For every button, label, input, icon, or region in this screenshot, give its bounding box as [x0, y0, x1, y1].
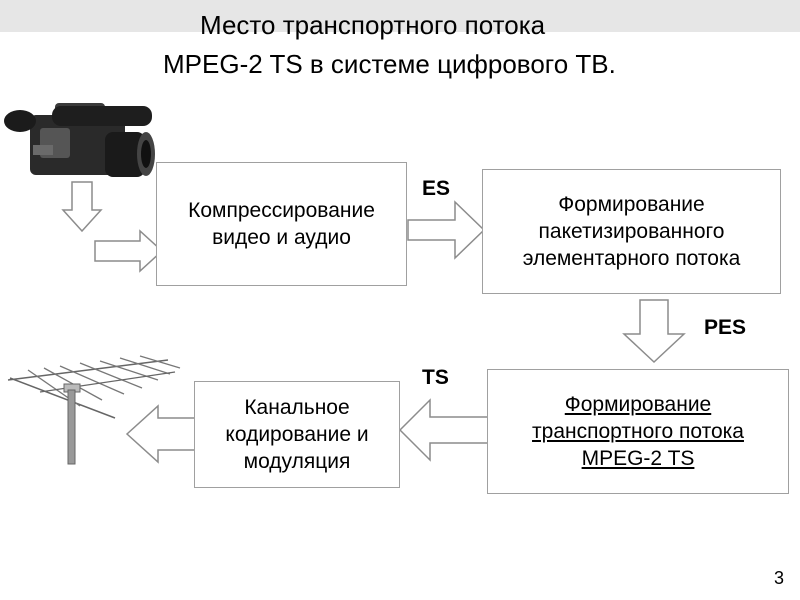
slide-title-line2: MPEG-2 TS в системе цифрового ТВ. [163, 49, 616, 79]
title-band [0, 0, 800, 32]
pes-forming-block: Формирование пакетизированного элементар… [482, 169, 781, 294]
channel-coding-block: Канальное кодирование и модуляция [194, 381, 400, 488]
arrow-es [407, 200, 486, 260]
arrow-to-compression [94, 229, 164, 273]
page-number: 3 [774, 568, 785, 588]
slide-title-line1: Место транспортного потока [200, 10, 546, 40]
compression-block: Компрессирование видео и аудио [156, 162, 407, 286]
arrow-ts [398, 398, 491, 462]
label-ts: TS [422, 366, 449, 389]
label-es: ES [422, 177, 451, 200]
camera-down-arrow [61, 181, 103, 233]
arrow-to-antenna [125, 404, 196, 464]
antenna-icon [7, 355, 181, 465]
ts-forming-block: Формирование транспортного потока MPEG-2… [487, 369, 789, 494]
label-pes: PES [704, 316, 747, 339]
arrow-pes [622, 299, 686, 364]
video-camera-icon [4, 103, 155, 177]
